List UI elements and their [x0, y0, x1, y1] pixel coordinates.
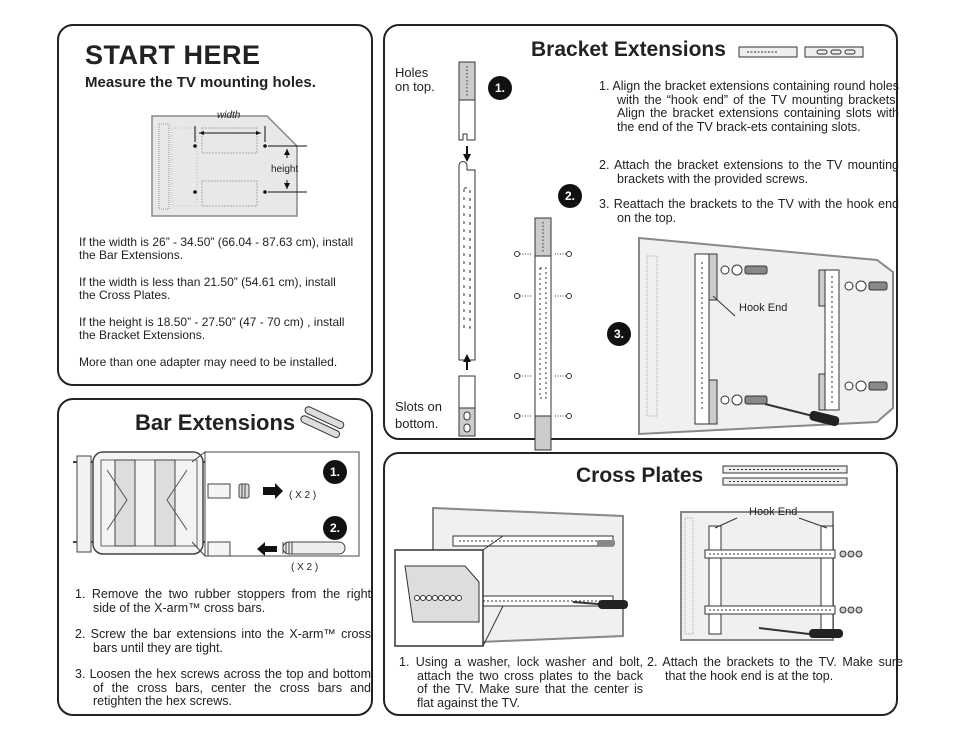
- bracket-extension-icon: [738, 46, 864, 58]
- bar-step-1-badge: 1.: [323, 460, 347, 484]
- start-paragraph-3: If the height is 18.50” - 27.50” (47 - 7…: [79, 315, 345, 342]
- bar-step-2-badge: 2.: [323, 516, 347, 540]
- slots-on-bottom-label: Slots on bottom.: [395, 399, 442, 431]
- holes-on-top-label: Holes on top.: [395, 65, 435, 94]
- bracket-extensions-title: Bracket Extensions: [531, 38, 726, 61]
- bar-extension-icon: [300, 406, 345, 439]
- cross-plates-step2-diagram: [680, 511, 863, 641]
- bracket-step-1-badge: 1.: [488, 76, 512, 100]
- bar-qty-1: ( X 2 ): [289, 490, 317, 501]
- bracket-step-1-text: 1. Align the bracket extensions containi…: [599, 79, 899, 134]
- bracket-step-3-badge: 3.: [607, 322, 631, 346]
- bracket-step-2-badge: 2.: [558, 184, 582, 208]
- cross-step-1-text: 1. Using a washer, lock washer and bolt,…: [399, 655, 643, 710]
- tv-measure-diagram: [151, 115, 307, 217]
- bracket-exploded-diagram: [458, 61, 572, 451]
- width-label: width: [217, 110, 241, 121]
- bar-qty-2: ( X 2 ): [291, 562, 319, 573]
- bar-step-2-text: 2. Screw the bar extensions into the X-a…: [75, 627, 371, 655]
- start-paragraph-2: If the width is less than 21.50” (54.61 …: [79, 275, 336, 302]
- bar-step-3-text: 3. Loosen the hex screws across the top …: [75, 667, 371, 708]
- bracket-tv-diagram: [638, 236, 894, 436]
- start-here-subtitle: Measure the TV mounting holes.: [85, 74, 316, 91]
- bracket-extensions-panel: Bracket Extensions Holes on top. Slots o…: [383, 24, 899, 451]
- cross-plates-title: Cross Plates: [576, 464, 704, 487]
- start-here-title: START HERE: [85, 40, 261, 70]
- cross-step-2-text: 2. Attach the brackets to the TV. Make s…: [647, 655, 903, 683]
- start-here-panel: START HERE Measure the TV mounting holes…: [57, 24, 373, 386]
- cross-plate-icon: [722, 465, 848, 486]
- start-paragraph-1: If the width is 26” - 34.50” (66.04 - 87…: [79, 235, 354, 262]
- height-label: height: [271, 164, 299, 175]
- bar-step-1-text: 1. Remove the two rubber stoppers from t…: [75, 587, 371, 615]
- cross-plates-panel: Cross Plates: [383, 452, 903, 716]
- bar-extensions-title: Bar Extensions: [135, 410, 296, 435]
- cross-plates-step1-diagram: [394, 506, 628, 647]
- bracket-hook-end-label: Hook End: [739, 302, 788, 314]
- cross-hook-end-label: Hook End: [749, 506, 798, 518]
- bracket-step-2-text: 2. Attach the bracket extensions to the …: [599, 158, 899, 186]
- bar-extensions-panel: Bar Extensions 1. 2. ( X 2 ) ( X 2 ) 1. …: [57, 398, 373, 716]
- bracket-step-3-text: 3. Reattach the brackets to the TV with …: [599, 197, 899, 225]
- x-arm-diagram: [73, 451, 360, 557]
- start-paragraph-4: More than one adapter may need to be ins…: [79, 355, 338, 369]
